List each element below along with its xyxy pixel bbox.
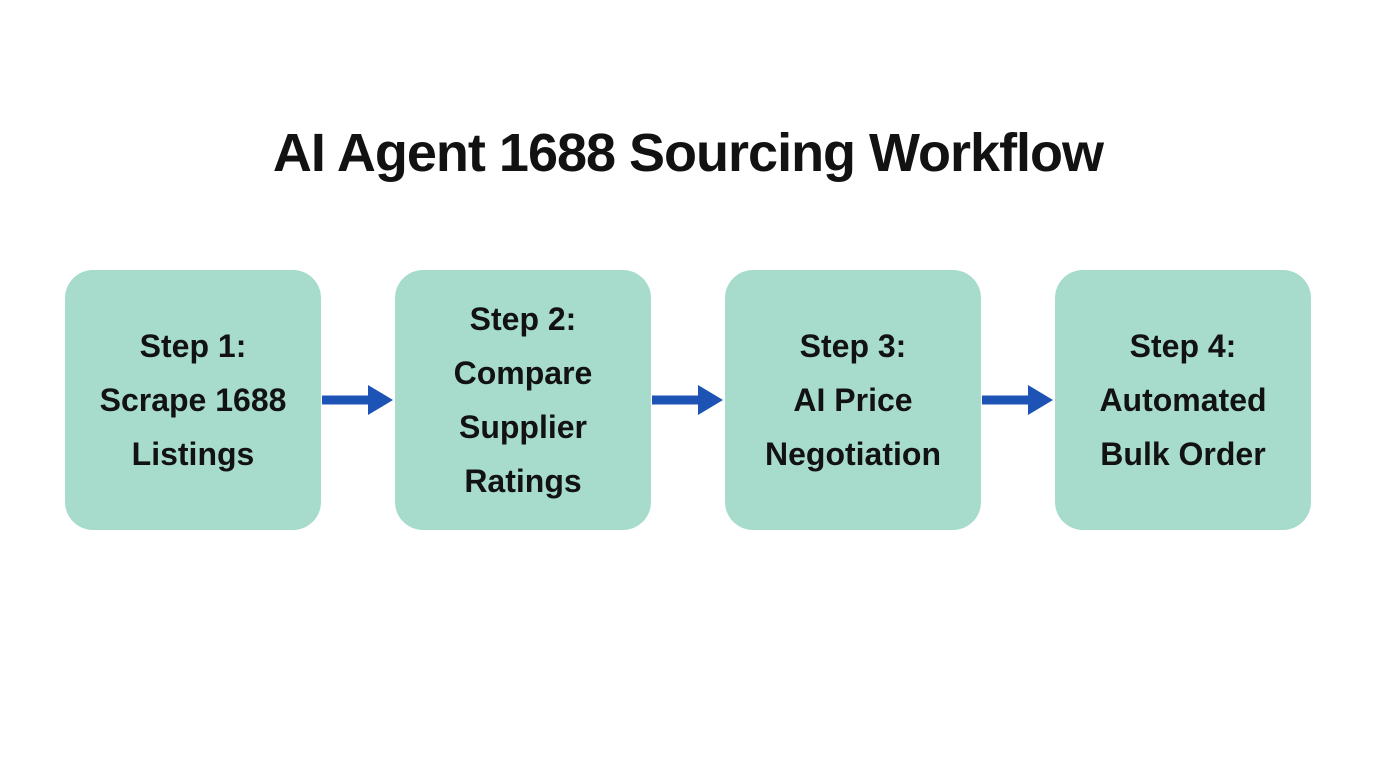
step-label: Step 2: Compare Supplier Ratings [453,301,593,499]
step-box-3: Step 3: AI Price Negotiation [725,270,981,530]
flow-arrow-icon [652,385,723,415]
step-label: Step 4: Automated Bulk Order [1099,328,1267,472]
flow-arrow-icon [322,385,393,415]
step-label: Step 1: Scrape 1688 Listings [99,328,287,472]
step-box-4: Step 4: Automated Bulk Order [1055,270,1311,530]
step-label: Step 3: AI Price Negotiation [765,328,941,472]
step-box-2: Step 2: Compare Supplier Ratings [395,270,651,530]
page-title: AI Agent 1688 Sourcing Workflow [272,123,1104,183]
workflow-steps-row: Step 1: Scrape 1688 Listings Step 2: Com… [0,270,1376,530]
step-box-1: Step 1: Scrape 1688 Listings [65,270,321,530]
flow-arrow-icon [982,385,1053,415]
